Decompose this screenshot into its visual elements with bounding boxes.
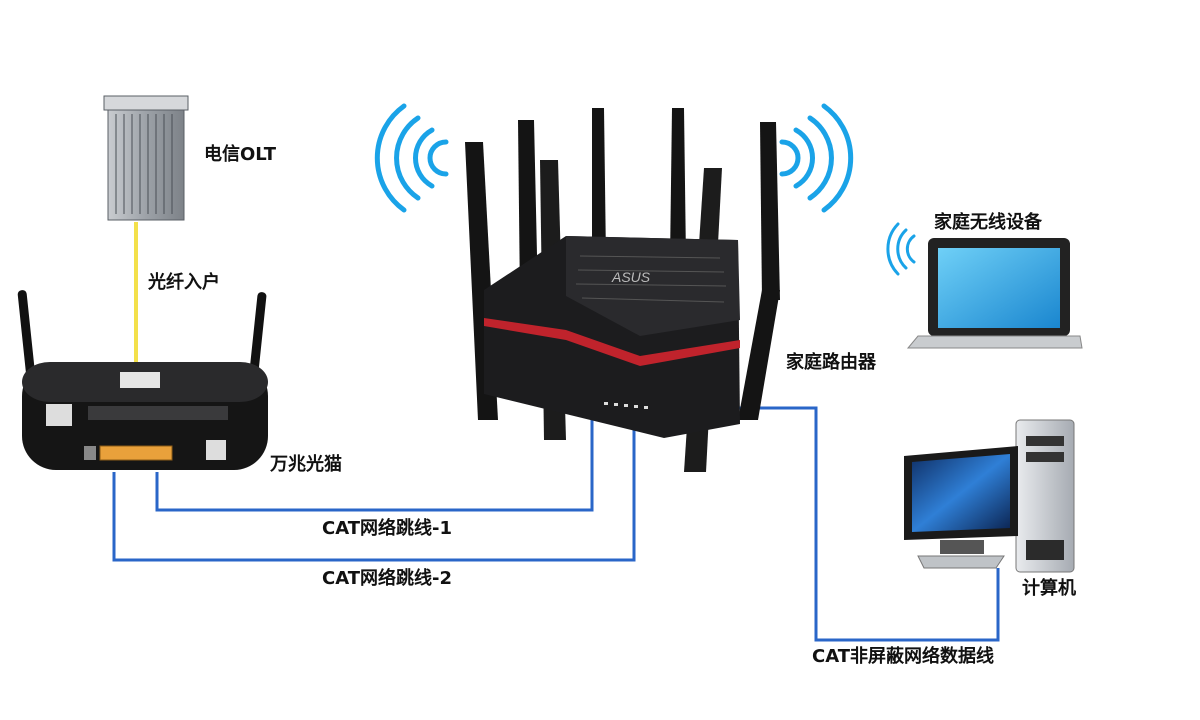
- router-wifi-right-icon: [779, 103, 854, 213]
- cat-cable-2: [112, 425, 636, 562]
- cable1-label: CAT网络跳线-1: [322, 517, 452, 539]
- modem-label: 万兆光猫: [269, 453, 342, 475]
- router-label: 家庭路由器: [786, 351, 877, 373]
- modem-device: [17, 290, 268, 470]
- wireless-device-label: 家庭无线设备: [934, 211, 1043, 233]
- olt-device: [103, 95, 189, 221]
- computer-label: 计算机: [1022, 577, 1076, 599]
- cables: [112, 222, 1000, 642]
- router-wifi-left-icon: [374, 103, 449, 213]
- cable3-label: CAT非屏蔽网络数据线: [812, 645, 994, 667]
- laptop-device: [906, 238, 1083, 349]
- router-brand-logo: ASUS: [611, 269, 651, 285]
- cable2-label: CAT网络跳线-2: [322, 567, 452, 589]
- computer-device: [904, 419, 1075, 573]
- laptop-wifi-icon: [886, 222, 916, 276]
- cat-cable-1: [155, 412, 594, 512]
- fiber-label: 光纤入户: [147, 271, 220, 293]
- cat-cable-3: [738, 406, 1000, 642]
- olt-label: 电信OLT: [204, 143, 277, 165]
- router-device: ASUS: [465, 108, 780, 472]
